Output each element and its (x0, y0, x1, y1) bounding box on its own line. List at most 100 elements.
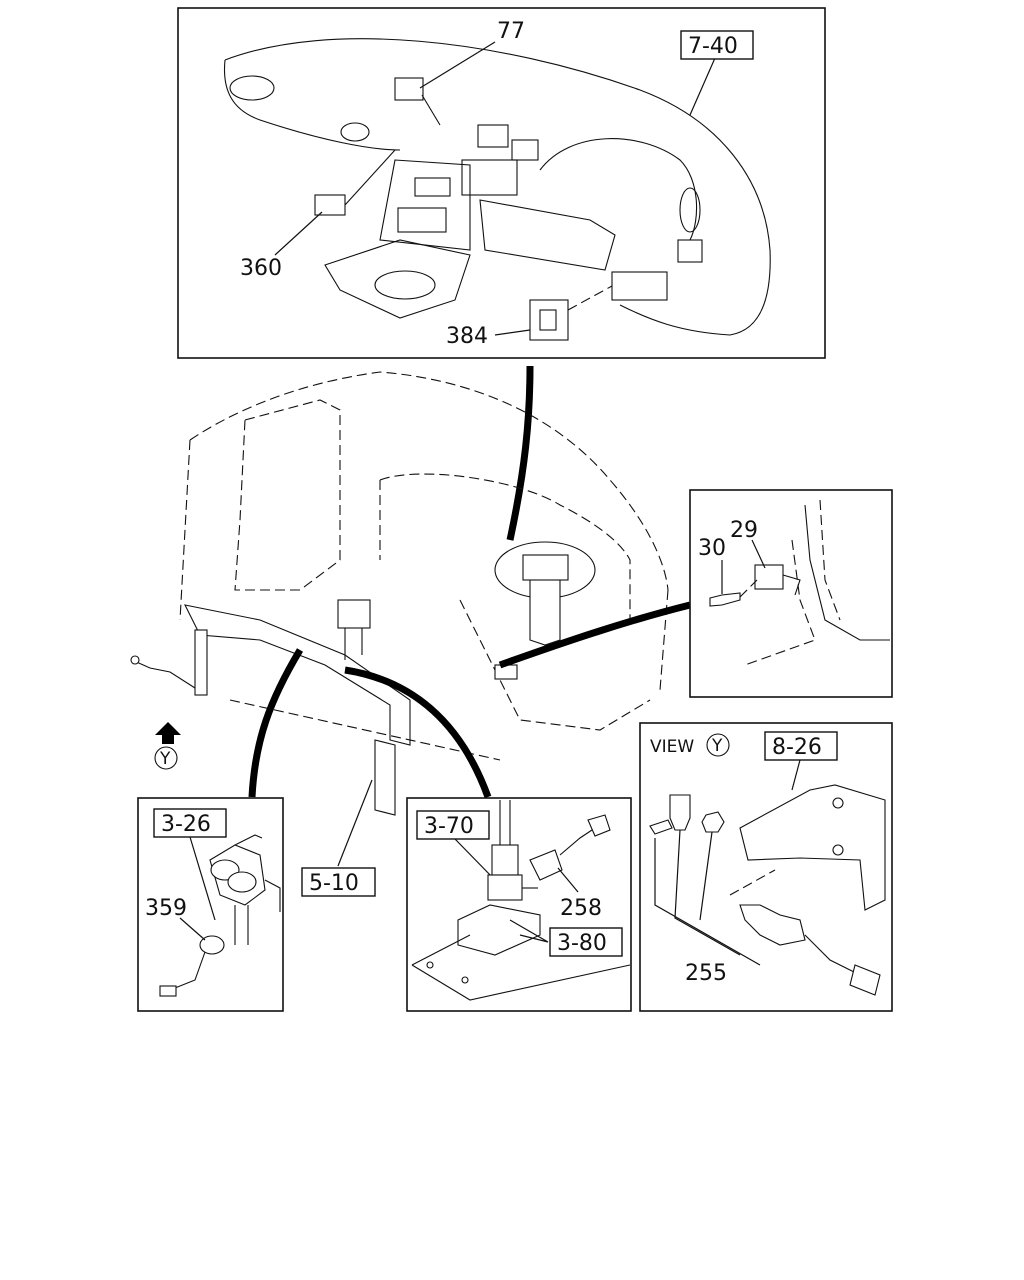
switch-384-install-line (567, 285, 613, 311)
bolt-255-a (669, 794, 691, 831)
leader-359 (179, 917, 206, 941)
switch-258-connector (587, 814, 611, 837)
vent-center-left (340, 122, 370, 142)
frame-valve-assembly (337, 599, 371, 629)
callout-line-left (248, 648, 304, 798)
cup-holder (374, 270, 436, 300)
switch-29 (754, 564, 784, 590)
mount-base (457, 904, 541, 956)
harness-left (131, 659, 196, 689)
panel-frame-bracket (689, 489, 893, 698)
cluster-hood (539, 138, 698, 241)
switch-258 (529, 849, 563, 881)
leader-360 (274, 211, 323, 256)
part-359-label: 359 (145, 896, 187, 921)
ref-box-3-80 (549, 927, 623, 957)
switch-29-wire (782, 574, 801, 596)
frame-post (374, 739, 396, 816)
detail-view-pressure-switch: 3-70 258 3-80 (406, 797, 632, 1012)
dashboard-lower-edge (223, 59, 401, 151)
vent-center-b (511, 139, 539, 161)
nut-255 (701, 811, 725, 833)
leader-3-80 (509, 919, 549, 943)
switch-258-wire (559, 827, 596, 856)
part-384-label: 384 (446, 324, 488, 349)
panel-frame-view-y (639, 722, 893, 1012)
switch-384-rocker (539, 309, 557, 331)
bracket-pillar-line (804, 504, 890, 641)
switch-360 (314, 194, 346, 216)
leader-258 (557, 867, 579, 893)
valve-bracket (264, 879, 281, 912)
column-switch (522, 554, 569, 581)
bracket-hole-1 (832, 797, 844, 809)
callout-line-center (344, 666, 492, 799)
part-30-label: 30 (698, 536, 726, 561)
bolt-30 (709, 592, 741, 607)
part-255-label: 255 (685, 961, 727, 986)
leader-255-b (674, 829, 741, 956)
leader-29 (751, 539, 766, 569)
lower-console (324, 239, 471, 319)
pipe-fitting (491, 844, 519, 876)
cab-left-edge (179, 439, 191, 621)
detail-view-switch-bracket: 30 29 (689, 489, 893, 698)
valve-top-wire (234, 834, 263, 846)
cab-roof-outline (189, 371, 669, 591)
detail-view-y: VIEW Y 8-26 255 (639, 722, 893, 1012)
sensor-255-connector (849, 964, 881, 996)
switch-77-connector (421, 94, 441, 126)
part-77-label: 77 (497, 19, 525, 44)
ref-box-7-40 (680, 30, 754, 60)
frame-valve-pipes (344, 628, 363, 660)
center-stack (379, 159, 471, 251)
sensor-255-wire (804, 934, 861, 976)
cab-floor-line (229, 699, 501, 761)
view-y-title: VIEW (650, 737, 694, 757)
ref-3-80: 3-80 (557, 931, 607, 956)
ref-box-8-26 (764, 731, 838, 761)
bracket-pillar-dash (744, 539, 816, 666)
leader-255-c (699, 831, 713, 921)
bolt-30-install-line (739, 579, 758, 598)
ref-5-10: 5-10 (309, 871, 359, 896)
switch-77 (394, 77, 424, 101)
ref-3-26: 3-26 (161, 812, 211, 837)
valve-pipes (234, 905, 249, 945)
leader-7-40 (689, 57, 716, 116)
bracket-hole-2 (832, 844, 844, 856)
bolt-255-b (649, 819, 673, 835)
vent-right (679, 187, 701, 233)
sensor-359 (199, 935, 225, 955)
vent-left (229, 75, 275, 101)
frame-left-post (194, 629, 208, 696)
callout-line-top (506, 365, 534, 541)
radio-display (414, 177, 451, 197)
leader-8-26 (791, 759, 801, 791)
floor-panel (411, 934, 631, 1001)
arrow-letter: Y (159, 749, 171, 769)
harness-connector (130, 655, 140, 665)
floor-hole-1 (426, 961, 434, 969)
cab-door (234, 399, 341, 591)
part-360-label: 360 (240, 256, 282, 281)
cab-dash-hood (379, 473, 631, 620)
callout-line-right (498, 601, 691, 669)
sensor-359-connector (159, 985, 177, 997)
dashboard-outline (224, 38, 771, 336)
floor-hole-2 (461, 976, 469, 984)
cab-floor-right (459, 599, 651, 731)
valve-cap-2 (227, 871, 257, 893)
sensor-255-install-line (729, 869, 776, 896)
control-buttons (397, 207, 447, 233)
ref-box-3-70 (416, 810, 490, 840)
dash-switch-plate (494, 664, 518, 680)
bracket-pillar-dash-2 (819, 499, 841, 621)
panel-frame-top (177, 7, 826, 359)
vent-center-a (477, 124, 509, 148)
part-29-label: 29 (730, 518, 758, 543)
pipe-vertical (499, 800, 511, 845)
view-y-letter: Y (711, 736, 723, 756)
arrow-circle (154, 746, 178, 770)
